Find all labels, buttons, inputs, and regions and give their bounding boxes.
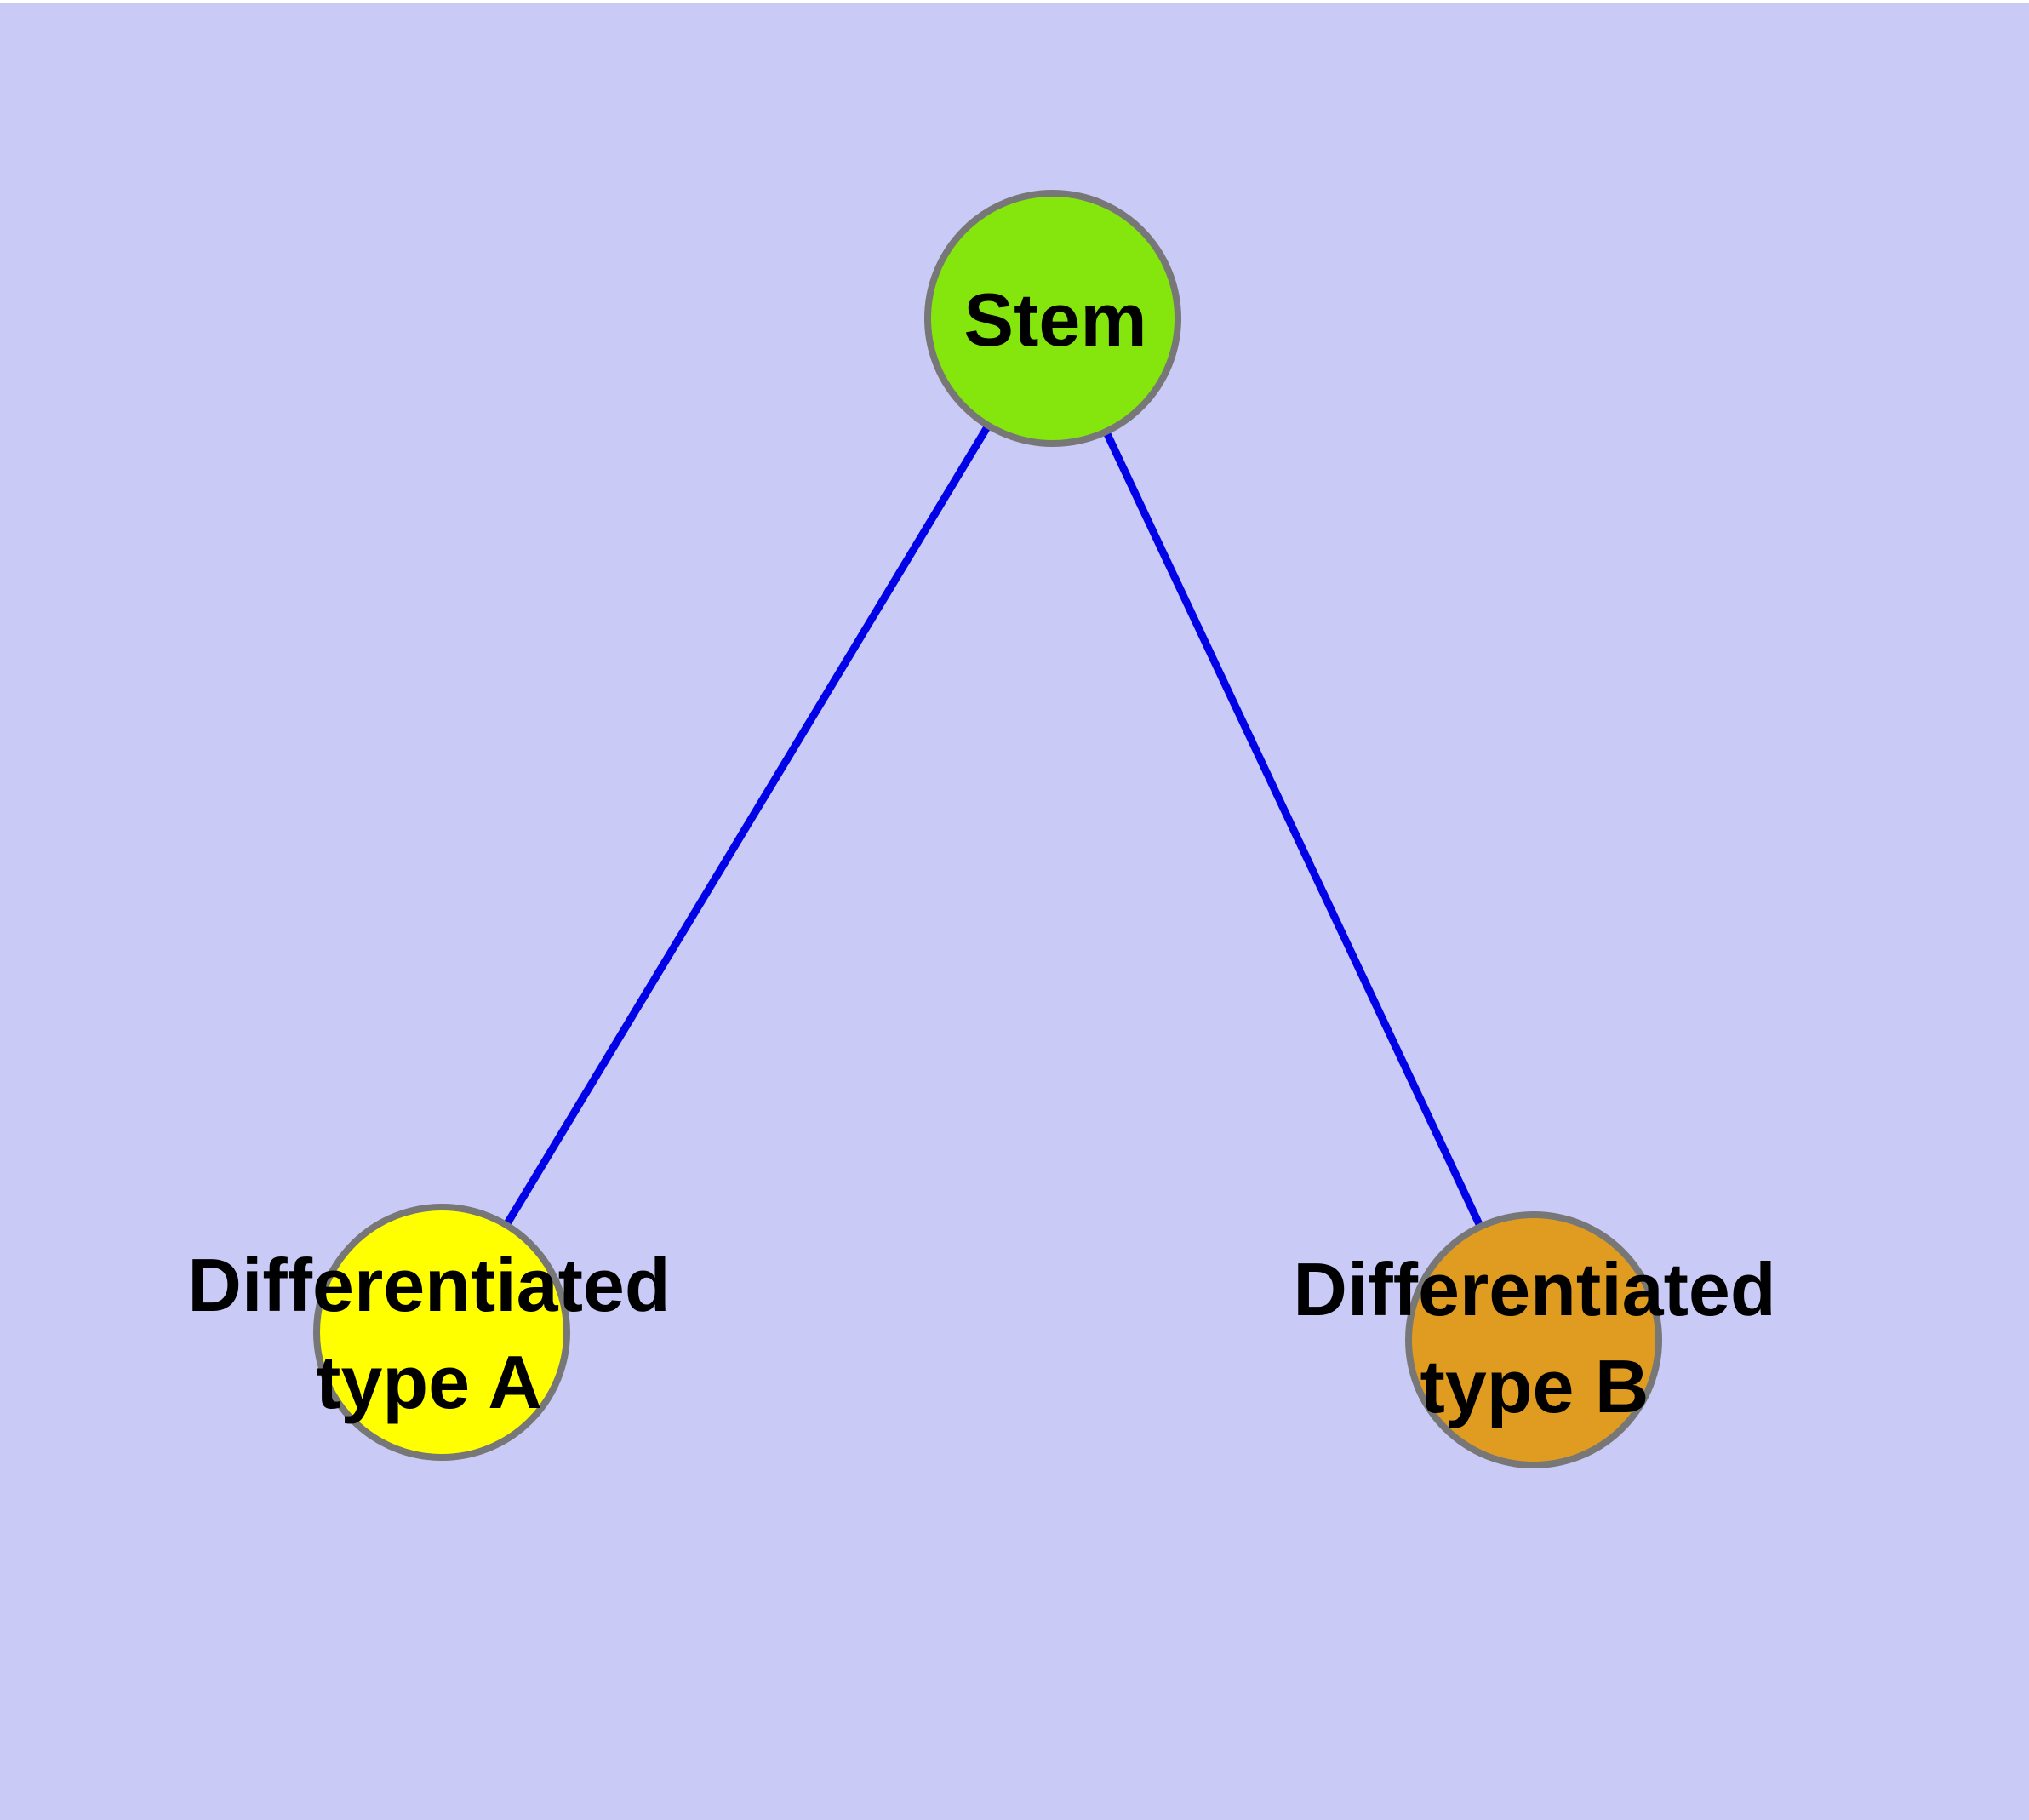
node-label-stem: Stem bbox=[963, 278, 1147, 362]
top-margin bbox=[0, 0, 2029, 3]
node-type-a[interactable] bbox=[313, 1204, 570, 1461]
node-type-b[interactable] bbox=[1405, 1211, 1662, 1468]
node-stem[interactable] bbox=[924, 190, 1181, 447]
node-label-type-b: Differentiated type B bbox=[1293, 1247, 1776, 1428]
node-label-type-a: Differentiated type A bbox=[187, 1243, 671, 1424]
edge-stem-to-type-b bbox=[1049, 317, 1538, 1342]
edge-stem-to-type-a bbox=[438, 316, 1056, 1335]
